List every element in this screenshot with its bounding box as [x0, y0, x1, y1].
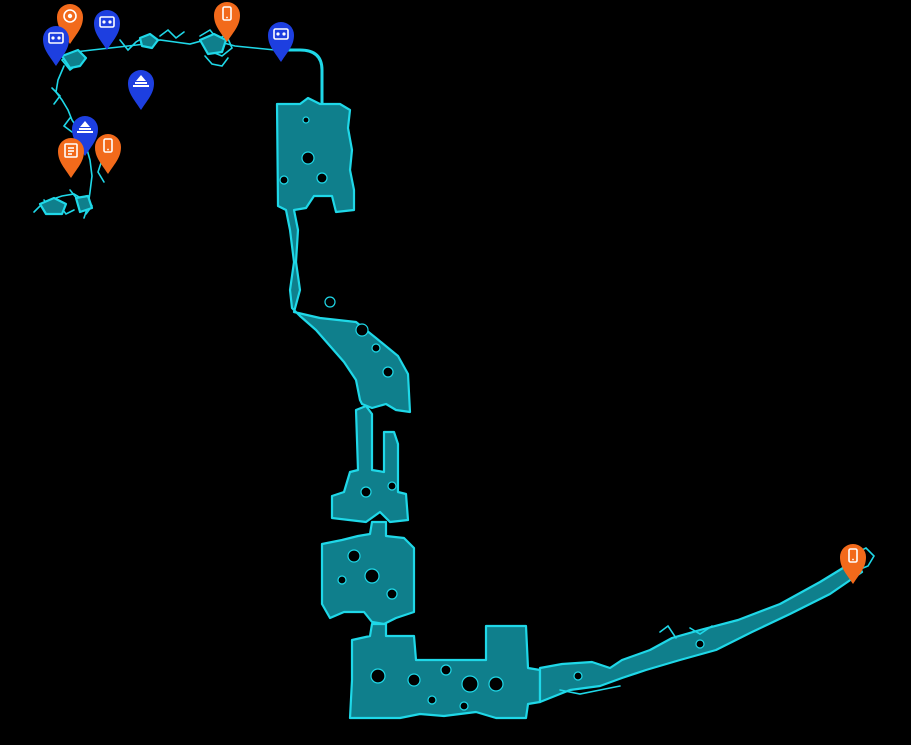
northwest-passages: [33, 28, 276, 219]
camp-marker[interactable]: [128, 70, 154, 110]
note-marker[interactable]: [58, 138, 84, 178]
phone-marker[interactable]: [840, 544, 866, 584]
markers[interactable]: [43, 2, 866, 584]
phone-icon: [222, 6, 232, 21]
camp-icon: [77, 121, 93, 133]
pin-body: [128, 70, 154, 110]
camp-icon: [133, 75, 149, 87]
cassette-icon: [99, 16, 115, 28]
pin-body: [95, 134, 121, 174]
cassette-marker[interactable]: [43, 26, 69, 66]
cassette-marker[interactable]: [268, 22, 294, 62]
cassette-icon: [48, 32, 64, 44]
phone-icon: [103, 138, 113, 153]
phone-marker[interactable]: [95, 134, 121, 174]
pin-body: [214, 2, 240, 42]
phone-icon: [848, 548, 858, 563]
cassette-icon: [273, 28, 289, 40]
phone-marker[interactable]: [214, 2, 240, 42]
eastern-passage: [538, 547, 876, 704]
note-icon: [64, 143, 78, 158]
main-cave: [275, 96, 542, 720]
cassette-marker[interactable]: [94, 10, 120, 50]
entrance-tunnel: [273, 48, 324, 106]
pin-body: [268, 22, 294, 62]
target-icon: [63, 9, 77, 23]
pin-body: [94, 10, 120, 50]
pin-body: [840, 544, 866, 584]
